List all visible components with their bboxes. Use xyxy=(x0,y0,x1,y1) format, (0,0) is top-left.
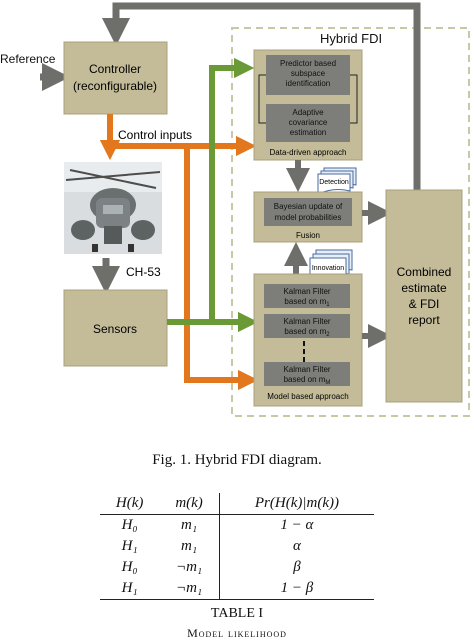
bayesian-block xyxy=(264,198,352,226)
sensors-label: Sensors xyxy=(93,322,137,336)
helicopter-image xyxy=(64,162,162,254)
control-input-arrow-to-model-based xyxy=(184,146,259,391)
combined-line-2: estimate xyxy=(401,281,447,295)
table-cell: α xyxy=(218,536,374,557)
hybrid-fdi-region xyxy=(231,27,470,417)
table-cell: H₁ xyxy=(121,580,138,596)
detection-label: Detection xyxy=(319,179,349,186)
table-cell: m₁ xyxy=(181,517,198,533)
table-row: H₁ ¬m₁ 1 − β xyxy=(100,578,374,600)
control-inputs-label: Control inputs xyxy=(118,128,192,142)
table-cell: ¬m₁ xyxy=(175,559,203,575)
detection-document-icon xyxy=(317,167,357,195)
helicopter-label: CH-53 xyxy=(126,265,161,279)
table-name: TABLE I xyxy=(210,606,264,621)
model-based-title: Model based approach xyxy=(267,392,348,401)
combined-line-4: report xyxy=(408,313,440,327)
adaptive-line-1: Adaptive xyxy=(292,108,324,117)
reference-label: Reference xyxy=(0,52,56,66)
predictor-block xyxy=(266,55,350,95)
kalman-filter-1-line-2: based on m1 xyxy=(284,297,330,308)
table-header-cell: Pr(H(k)|m(k)) xyxy=(218,493,374,515)
kalman-filter-1-line-1: Kalman Filter xyxy=(283,287,330,296)
table-cell: H₀ xyxy=(121,517,138,533)
sensor-arrow-to-data-driven xyxy=(209,57,255,322)
feedback-loop-arrow xyxy=(102,2,421,190)
figure-caption: Fig. 1. Hybrid FDI diagram. xyxy=(152,452,322,468)
controller-subtitle: (reconfigurable) xyxy=(73,79,157,93)
data-driven-inner-loop xyxy=(258,74,358,124)
table-header-cell: H(k) xyxy=(115,495,144,511)
kalman-filter-block-1 xyxy=(264,284,350,308)
controller-title: Controller xyxy=(89,62,141,76)
kalman-filter-2-line-1: Kalman Filter xyxy=(283,317,330,326)
table-row: H₀ m₁ 1 − α xyxy=(100,514,374,536)
adaptive-line-3: estimation xyxy=(290,128,326,137)
table-cell: 1 − α xyxy=(218,514,374,536)
table-cell: H₁ xyxy=(121,538,138,554)
innovation-label: Innovation xyxy=(312,265,344,272)
predictor-line-2: subspace xyxy=(291,69,326,78)
adaptive-block xyxy=(266,104,350,142)
fusion-title: Fusion xyxy=(296,231,320,240)
table-cell: m₁ xyxy=(181,538,198,554)
table-header-row: H(k) m(k) Pr(H(k)|m(k)) xyxy=(100,493,374,515)
predictor-line-1: Predictor based xyxy=(280,59,336,68)
adaptive-line-2: covariance xyxy=(289,118,328,127)
combined-line-3: & FDI xyxy=(409,297,440,311)
sensors-box xyxy=(63,289,168,367)
table-title: Model likelihood xyxy=(187,626,287,640)
kalman-filter-block-2 xyxy=(264,314,350,338)
kalman-filter-m-line-1: Kalman Filter xyxy=(283,365,330,374)
controller-box xyxy=(63,41,168,115)
bayesian-line-1: Bayesian update of xyxy=(274,202,343,211)
table-cell: β xyxy=(218,557,374,578)
kalman-filter-2-line-2: based on m2 xyxy=(284,327,330,338)
table-row: H₀ ¬m₁ β xyxy=(100,557,374,578)
predictor-line-3: identification xyxy=(286,79,330,88)
model-likelihood-table: H(k) m(k) Pr(H(k)|m(k)) H₀ m₁ 1 − α H₁ m… xyxy=(100,493,374,600)
table-row: H₁ m₁ α xyxy=(100,536,374,557)
table-cell: H₀ xyxy=(121,559,138,575)
kalman-filter-block-m xyxy=(264,362,350,386)
table-cell: ¬m₁ xyxy=(175,580,203,596)
hybrid-fdi-label: Hybrid FDI xyxy=(320,31,382,46)
bayesian-line-2: model probabilities xyxy=(275,213,342,222)
combined-estimate-box xyxy=(385,189,463,403)
combined-line-1: Combined xyxy=(397,265,452,279)
table-header-cell: m(k) xyxy=(175,495,203,511)
table-cell: 1 − β xyxy=(218,578,374,600)
hybrid-fdi-diagram: Hybrid FDI Reference Controller (reconfi… xyxy=(0,2,470,417)
kalman-filter-m-line-2: based on mM xyxy=(284,375,331,386)
data-driven-title: Data-driven approach xyxy=(270,148,347,157)
